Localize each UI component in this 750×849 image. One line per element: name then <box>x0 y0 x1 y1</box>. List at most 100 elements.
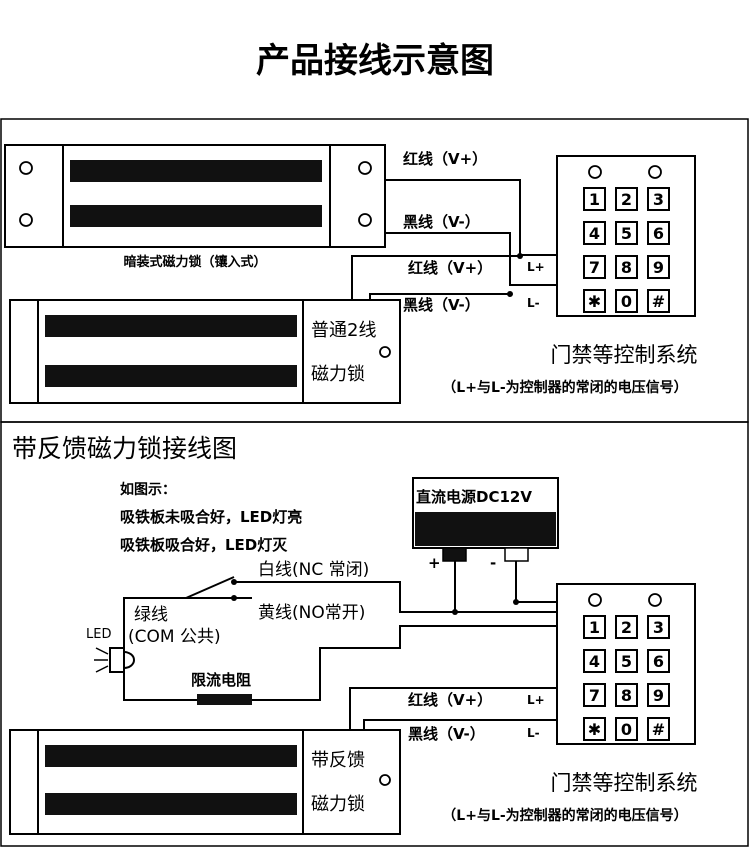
led-icon <box>94 647 135 673</box>
keypad-key-label: 5 <box>621 652 632 671</box>
keypad-key-label: ✱ <box>588 720 601 739</box>
keypad-key-label: ✱ <box>588 292 601 311</box>
keypad-key <box>583 615 606 639</box>
wire-label-black-2: 黑线（V-） <box>403 296 480 314</box>
keypad-key <box>615 255 638 279</box>
psu-terminal-minus <box>504 547 529 562</box>
keypad-key-label: 6 <box>653 224 664 243</box>
mount-hole <box>19 161 33 175</box>
bottom-wires <box>123 561 557 746</box>
keypad-key <box>647 255 670 279</box>
ordinary-lock-label-1: 普通2线 <box>311 320 376 341</box>
keypad-key <box>615 649 638 673</box>
indicator-hole <box>379 346 391 358</box>
keypad-key <box>647 187 670 211</box>
keypad-key-label: 1 <box>589 618 600 637</box>
keypad-led <box>648 165 662 179</box>
lminus-label-bottom: L- <box>527 726 540 740</box>
wire-label-red-1: 红线（V+） <box>403 150 487 168</box>
keypad-key <box>583 289 606 313</box>
lplus-label-bottom: L+ <box>527 693 545 707</box>
keypad-key-label: 6 <box>653 652 664 671</box>
wire-junction <box>513 599 519 605</box>
keypad-key-label: 2 <box>621 190 632 209</box>
feedback-lock-label-1: 带反馈 <box>311 750 365 771</box>
keypad-key-label: # <box>652 720 665 739</box>
note-title: 如图示： <box>120 481 176 498</box>
section-title: 带反馈磁力锁接线图 <box>12 434 237 463</box>
psu-minus-label: - <box>490 554 496 572</box>
psu-terminal-plus <box>442 547 467 562</box>
wire-label-white: 白线(NC 常闭) <box>258 560 369 580</box>
wire-label-yellow: 黄线(NO常开) <box>258 603 365 623</box>
keypad-key <box>583 255 606 279</box>
keypad-led <box>648 593 662 607</box>
led-label: LED <box>86 627 111 642</box>
bottom-panel <box>0 421 749 847</box>
system-title-top: 门禁等控制系统 <box>551 343 698 367</box>
coil-bar <box>70 160 322 182</box>
keypad-key-label: 4 <box>589 224 600 243</box>
keypad-key-label: 3 <box>653 190 664 209</box>
keypad-key <box>615 187 638 211</box>
coil-bar <box>45 793 297 815</box>
mount-hole <box>358 161 372 175</box>
keypad-key <box>647 221 670 245</box>
embedded-lock <box>4 144 386 248</box>
keypad-key <box>615 683 638 707</box>
mount-hole <box>19 213 33 227</box>
keypad-key <box>583 683 606 707</box>
psu-plus-label: + <box>428 554 441 572</box>
ordinary-lock-label-2: 磁力锁 <box>311 364 365 385</box>
switch-contact <box>231 595 237 601</box>
keypad-key-label: # <box>652 292 665 311</box>
keypad-key-label: 9 <box>653 686 664 705</box>
keypad-key <box>615 221 638 245</box>
keypad-key <box>647 717 670 741</box>
keypad-key-label: 1 <box>589 190 600 209</box>
system-title-bottom: 门禁等控制系统 <box>551 771 698 795</box>
wire-junction <box>507 291 513 297</box>
ordinary-lock <box>9 299 401 404</box>
keypad-key-label: 0 <box>621 292 632 311</box>
keypad-key-label: 8 <box>621 686 632 705</box>
coil-bar <box>45 365 297 387</box>
page-title: 产品接线示意图 <box>256 41 494 81</box>
keypad-key-label: 3 <box>653 618 664 637</box>
system-note-top: （L+与L-为控制器的常闭的电压信号） <box>442 379 687 396</box>
com-label: (COM 公共) <box>128 627 221 647</box>
keypad-led <box>588 593 602 607</box>
wire-label-black-1: 黑线（V-） <box>403 213 480 231</box>
keypad-key <box>647 615 670 639</box>
wire-label-black: 黑线（V-） <box>408 725 485 743</box>
keypad-key-label: 9 <box>653 258 664 277</box>
keypad-key-label: 5 <box>621 224 632 243</box>
note-line-1: 吸铁板未吸合好，LED灯亮 <box>120 508 302 526</box>
switch-contact <box>231 579 237 585</box>
keypad-key <box>647 683 670 707</box>
coil-bar <box>70 205 322 227</box>
psu-label: 直流电源DC12V <box>416 488 532 506</box>
keypad-led <box>588 165 602 179</box>
lminus-label: L- <box>527 296 540 310</box>
wire-junction <box>452 609 458 615</box>
feedback-lock-label-2: 磁力锁 <box>311 794 365 815</box>
keypad-key <box>583 649 606 673</box>
resistor <box>197 694 252 705</box>
wire-label-red: 红线（V+） <box>408 691 492 709</box>
indicator-hole <box>379 774 391 786</box>
wire-label-red-2: 红线（V+） <box>408 259 492 277</box>
wire-junction <box>517 253 523 259</box>
system-note-bottom: （L+与L-为控制器的常闭的电压信号） <box>442 807 687 824</box>
keypad-key-label: 7 <box>589 258 600 277</box>
keypad-key <box>583 187 606 211</box>
keypad-key-label: 2 <box>621 618 632 637</box>
keypad-key <box>647 289 670 313</box>
coil-bar <box>45 745 297 767</box>
lplus-label: L+ <box>527 260 545 274</box>
resistor-label: 限流电阻 <box>191 671 251 689</box>
wire-label-green: 绿线 <box>134 605 168 625</box>
mount-hole <box>358 213 372 227</box>
